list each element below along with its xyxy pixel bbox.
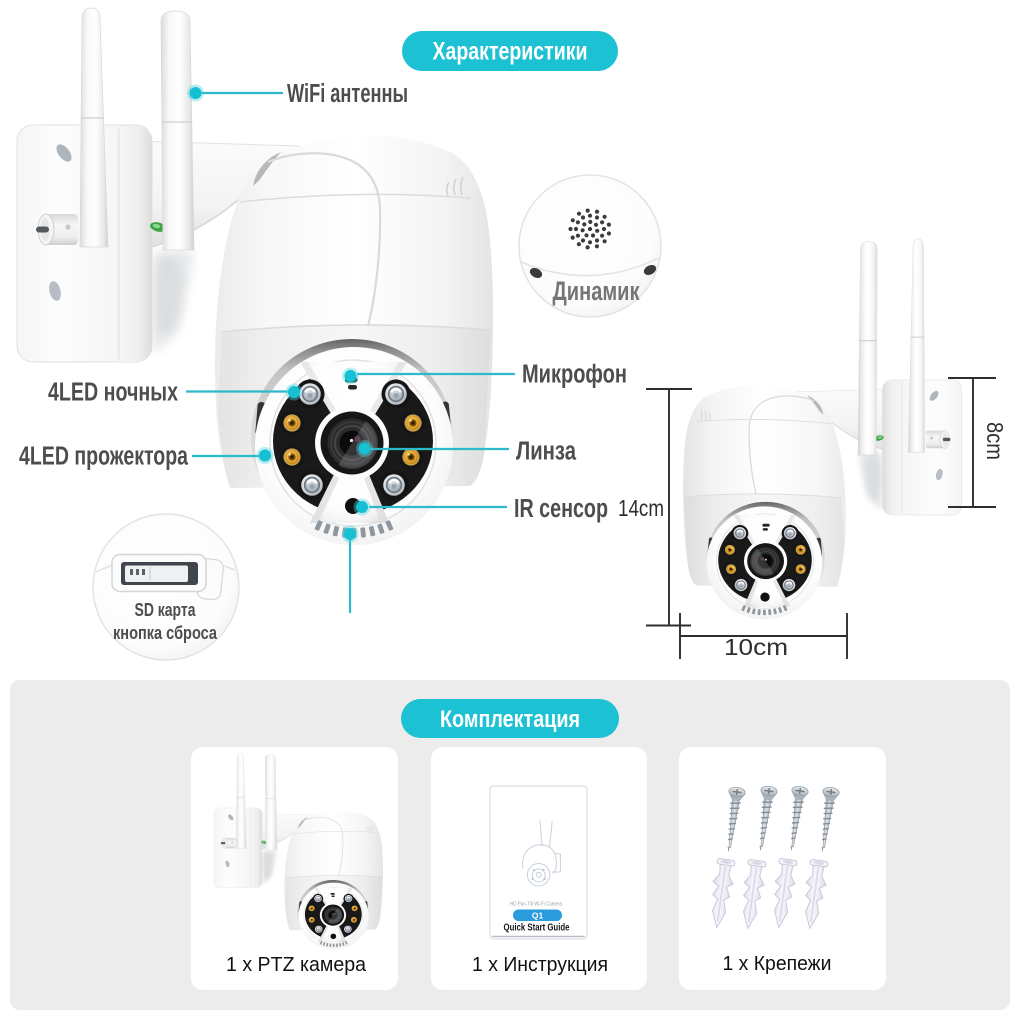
svg-text:Quick Start Guide: Quick Start Guide (504, 922, 570, 934)
svg-text:1 x Инструкция: 1 x Инструкция (472, 953, 608, 976)
svg-text:HD Pan-Tilt Wi-Fi Camera: HD Pan-Tilt Wi-Fi Camera (510, 902, 562, 908)
svg-text:4LED ночных: 4LED ночных (48, 379, 178, 407)
svg-text:Динамик: Динамик (553, 276, 640, 306)
svg-text:Комплектация: Комплектация (440, 706, 580, 733)
svg-text:Характеристики: Характеристики (433, 38, 588, 66)
svg-text:14cm: 14cm (618, 495, 664, 521)
svg-text:8cm: 8cm (982, 422, 1008, 460)
svg-text:Микрофон: Микрофон (522, 361, 627, 389)
svg-text:кнопка сброса: кнопка сброса (113, 623, 218, 643)
svg-text:1 x Крепежи: 1 x Крепежи (723, 952, 832, 975)
svg-text:4LED прожектора: 4LED прожектора (19, 443, 189, 471)
svg-text:WiFi антенны: WiFi антенны (287, 80, 408, 108)
svg-text:IR сенсор: IR сенсор (514, 495, 608, 523)
svg-text:10cm: 10cm (724, 634, 788, 660)
svg-text:Q1: Q1 (532, 911, 544, 921)
svg-text:Линза: Линза (516, 438, 577, 466)
svg-text:1 x PTZ камера: 1 x PTZ камера (226, 953, 367, 976)
svg-text:SD карта: SD карта (135, 600, 197, 620)
